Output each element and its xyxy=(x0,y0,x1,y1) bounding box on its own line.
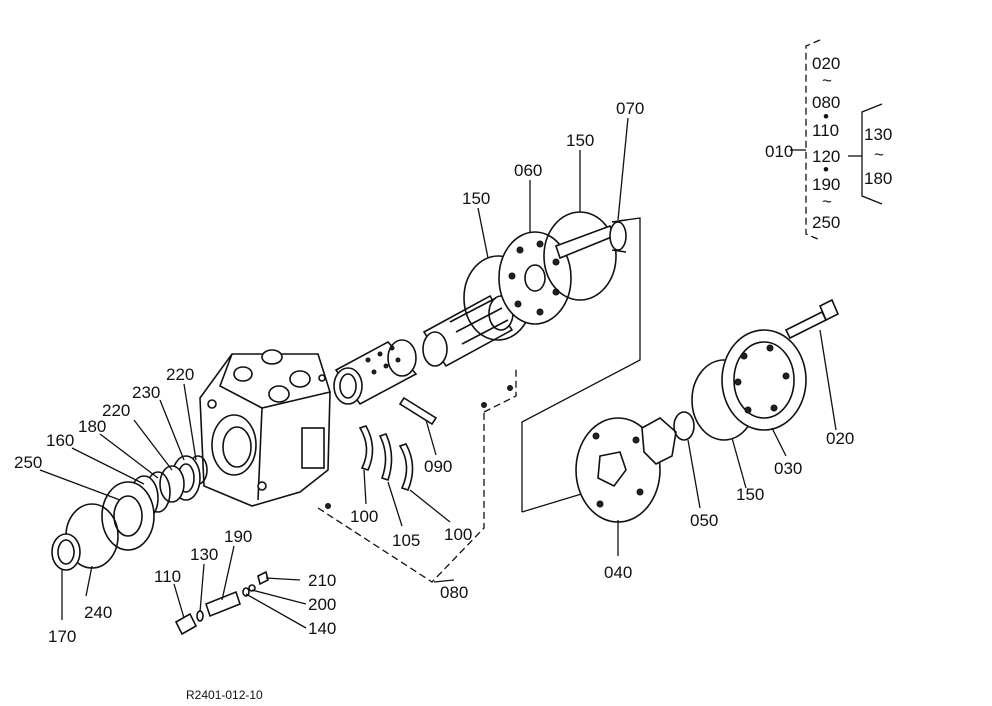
end-cap xyxy=(721,329,807,431)
spool-sleeve xyxy=(333,339,418,406)
callout-060: 060 xyxy=(514,161,542,180)
part-grouping-tree: 010 020 ~ 080 • 110 120 • 190 ~ 250 130 … xyxy=(765,39,892,241)
spool-shaft xyxy=(422,294,514,368)
callout-labels: 070 150 060 150 220 230 220 180 160 250 … xyxy=(14,99,854,646)
callout-190: 190 xyxy=(224,527,252,546)
callout-150: 150 xyxy=(736,485,764,504)
callout-020: 020 xyxy=(826,429,854,448)
seal-stack xyxy=(51,455,208,571)
callout-240: 240 xyxy=(84,603,112,622)
tree-b-2: 180 xyxy=(864,169,892,188)
callout-140: 140 xyxy=(308,619,336,638)
tree-a-3: • xyxy=(823,107,829,126)
callout-070: 070 xyxy=(616,99,644,118)
drive-shaft xyxy=(554,219,627,260)
callout-050: 050 xyxy=(690,511,718,530)
tree-a-4: 110 xyxy=(812,121,839,140)
callout-230: 230 xyxy=(132,383,160,402)
tree-a-0: 020 xyxy=(812,54,840,73)
tree-a-9: 250 xyxy=(812,213,840,232)
callout-200: 200 xyxy=(308,595,336,614)
gerotor-gear-set xyxy=(575,417,677,523)
spacer-plate xyxy=(498,231,572,325)
valve-housing xyxy=(199,349,331,507)
cross-pin xyxy=(398,396,438,426)
tree-a-5: 120 xyxy=(812,147,840,166)
centering-springs xyxy=(358,425,414,491)
callout-170: 170 xyxy=(48,627,76,646)
callout-130: 130 xyxy=(190,545,218,564)
callout-160: 160 xyxy=(46,431,74,450)
callout-105: 105 xyxy=(392,531,420,550)
callout-210: 210 xyxy=(308,571,336,590)
diagram-code: R2401-012-10 xyxy=(186,688,263,702)
callout-100: 100 xyxy=(350,507,378,526)
bolt xyxy=(784,298,840,340)
assembly-outline xyxy=(317,217,641,583)
tree-b-1: ~ xyxy=(874,145,884,164)
callout-150: 150 xyxy=(462,189,490,208)
o-ring-050 xyxy=(673,411,695,441)
callout-220: 220 xyxy=(166,365,194,384)
tree-a-7: 190 xyxy=(812,175,840,194)
callout-250: 250 xyxy=(14,453,42,472)
tree-a-8: ~ xyxy=(822,192,832,211)
callout-110: 110 xyxy=(154,567,181,586)
callout-100: 100 xyxy=(444,525,472,544)
leader-lines xyxy=(39,117,837,629)
tree-a-1: ~ xyxy=(822,71,832,90)
callout-090: 090 xyxy=(424,457,452,476)
callout-040: 040 xyxy=(604,563,632,582)
tree-a-6: • xyxy=(823,160,829,179)
tree-root: 010 xyxy=(765,142,793,161)
callout-150: 150 xyxy=(566,131,594,150)
tree-a-2: 080 xyxy=(812,93,840,112)
tree-b-0: 130 xyxy=(864,125,892,144)
callout-030: 030 xyxy=(774,459,802,478)
check-valve-parts xyxy=(174,570,269,636)
callout-220: 220 xyxy=(102,401,130,420)
callout-180: 180 xyxy=(78,417,106,436)
callout-080: 080 xyxy=(440,583,468,602)
